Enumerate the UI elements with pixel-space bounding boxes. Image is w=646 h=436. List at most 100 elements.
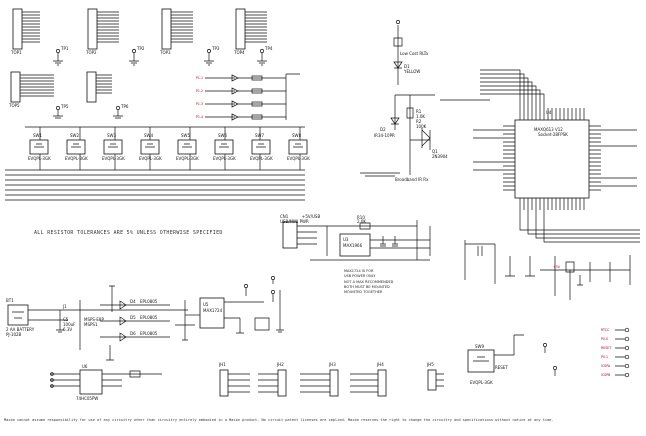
svg-text:+3V: +3V bbox=[553, 265, 561, 269]
svg-text:Socket-28FPSK: Socket-28FPSK bbox=[538, 132, 568, 137]
header-connector-3: TOP3 bbox=[159, 8, 193, 55]
svg-text:P0.1: P0.1 bbox=[601, 355, 608, 359]
bottom-header-5: JH5 bbox=[426, 362, 444, 391]
svg-text:100K: 100K bbox=[416, 124, 427, 129]
header-label: TOP4 bbox=[233, 50, 245, 55]
led-bank: P1.1 P1.2 P1.3 P1.4 bbox=[196, 73, 300, 121]
svg-text:JH4: JH4 bbox=[376, 362, 384, 367]
bottom-header-3: JH3 bbox=[300, 362, 339, 397]
svg-text:J1: J1 bbox=[62, 304, 67, 309]
svg-text:SW6: SW6 bbox=[218, 133, 227, 138]
svg-text:R1: R1 bbox=[416, 109, 422, 114]
tolerance-note: ALL RESISTOR TOLERANCES ARE 5% UNLESS OT… bbox=[34, 230, 223, 236]
svg-text:U6: U6 bbox=[82, 364, 88, 369]
svg-text:2.0K: 2.0K bbox=[357, 219, 366, 224]
svg-text:TP2: TP2 bbox=[136, 46, 145, 51]
svg-text:RTCC: RTCC bbox=[601, 328, 610, 332]
test-point-1: TP1 bbox=[53, 46, 69, 66]
svg-text:TOP5: TOP5 bbox=[8, 103, 20, 108]
svg-text:SW3: SW3 bbox=[107, 133, 116, 138]
svg-text:MAXQ613 V12: MAXQ613 V12 bbox=[534, 127, 563, 132]
svg-text:EVQPL-3GK: EVQPL-3GK bbox=[213, 156, 236, 161]
svg-text:6.3V: 6.3V bbox=[63, 327, 72, 332]
switch-sw1: SW1 EVQPL-3GK bbox=[28, 133, 51, 161]
svg-text:U5: U5 bbox=[203, 302, 209, 307]
svg-text:D6: D6 bbox=[130, 331, 136, 336]
svg-text:PJ-102B: PJ-102B bbox=[6, 332, 22, 337]
svg-text:SW8: SW8 bbox=[292, 133, 301, 138]
svg-text:JH2: JH2 bbox=[276, 362, 284, 367]
header-label: TOP1 bbox=[10, 50, 22, 55]
svg-text:TP4: TP4 bbox=[264, 46, 273, 51]
svg-text:SW9: SW9 bbox=[475, 344, 484, 349]
svg-text:P1.1: P1.1 bbox=[196, 76, 203, 80]
svg-text:TP3: TP3 bbox=[211, 46, 220, 51]
svg-text:JH3: JH3 bbox=[328, 362, 336, 367]
svg-text:P1.4: P1.4 bbox=[196, 115, 203, 119]
svg-text:100uF: 100uF bbox=[63, 322, 76, 327]
switch-sw2: SW2 EVQPL-3GK bbox=[65, 133, 88, 161]
svg-text:EPL0805: EPL0805 bbox=[140, 315, 158, 320]
svg-text:ICSPB: ICSPB bbox=[601, 373, 610, 377]
switch-sw4: SW4 EVQPL-3GK bbox=[139, 133, 162, 161]
test-point-cluster bbox=[244, 276, 275, 302]
svg-text:EVQPL-3GK: EVQPL-3GK bbox=[287, 156, 310, 161]
svg-text:SW2: SW2 bbox=[70, 133, 79, 138]
svg-text:SW7: SW7 bbox=[255, 133, 264, 138]
test-point-3: TP3 bbox=[204, 46, 220, 66]
svg-text:BT1: BT1 bbox=[6, 298, 14, 303]
programming-ic: U6 74HC05PW bbox=[50, 364, 162, 401]
svg-text:EVQPL-3GK: EVQPL-3GK bbox=[28, 156, 51, 161]
svg-text:+5V/USB: +5V/USB bbox=[302, 214, 320, 219]
svg-text:R10: R10 bbox=[357, 215, 365, 220]
switch-sw8: SW8 EVQPL-3GK bbox=[287, 133, 310, 161]
svg-text:P1.3: P1.3 bbox=[196, 102, 203, 106]
svg-text:IR34-10PR: IR34-10PR bbox=[374, 133, 395, 138]
test-point-6: TP6 bbox=[113, 104, 129, 119]
svg-text:NOT A MAX RECOMMENDED: NOT A MAX RECOMMENDED bbox=[344, 280, 394, 284]
usb-power-section: CN1 USB/MINI PWR +5V/USB U3 MAX1966 R10 … bbox=[280, 214, 431, 294]
svg-text:BOTH MUST BE MOUNTED: BOTH MUST BE MOUNTED bbox=[344, 285, 390, 289]
svg-text:D5: D5 bbox=[130, 315, 136, 320]
svg-text:SW5: SW5 bbox=[181, 133, 190, 138]
svg-text:EVQPL-3GK: EVQPL-3GK bbox=[470, 380, 493, 385]
svg-text:EVQPL-3GK: EVQPL-3GK bbox=[102, 156, 125, 161]
svg-text:EPL0805: EPL0805 bbox=[140, 299, 158, 304]
svg-text:74HC05PW: 74HC05PW bbox=[76, 396, 98, 401]
svg-text:TP6: TP6 bbox=[120, 104, 129, 109]
svg-text:RESET: RESET bbox=[495, 365, 508, 370]
svg-text:D1: D1 bbox=[404, 64, 410, 69]
crystal-and-caps: +3V bbox=[464, 240, 631, 300]
svg-text:CN1: CN1 bbox=[280, 214, 289, 219]
svg-text:2N3904: 2N3904 bbox=[432, 154, 448, 159]
right-signal-list: RTCC P0.0 RESET P0.1 ICSPA ICSPB bbox=[601, 327, 630, 378]
svg-text:RESET: RESET bbox=[601, 346, 611, 350]
svg-text:Q1: Q1 bbox=[432, 149, 438, 154]
mcu-maxq613: MAXQ613 V12 Socket-28FPSK U4 bbox=[440, 69, 640, 243]
test-point-2: TP2 bbox=[129, 46, 145, 66]
svg-text:U3: U3 bbox=[343, 237, 349, 242]
svg-text:JH5: JH5 bbox=[426, 362, 434, 367]
header-connector-2: TOP2 bbox=[85, 8, 119, 55]
svg-text:EVQPL-3GK: EVQPL-3GK bbox=[250, 156, 273, 161]
svg-text:ICSPA: ICSPA bbox=[601, 364, 611, 368]
receiver-label: Broadband IR Rx bbox=[395, 177, 429, 182]
svg-text:MAX1966: MAX1966 bbox=[343, 243, 363, 248]
switch-sw3: SW3 EVQPL-3GK bbox=[102, 133, 125, 161]
header-connector-1: TOP1 bbox=[10, 8, 40, 55]
svg-text:MAX1724: MAX1724 bbox=[203, 308, 223, 313]
switch-sw7: SW7 EVQPL-3GK bbox=[250, 133, 273, 161]
svg-text:YELLOW: YELLOW bbox=[403, 69, 420, 74]
svg-text:D2: D2 bbox=[380, 127, 386, 132]
test-point-4: TP4 bbox=[257, 46, 273, 66]
svg-text:R2: R2 bbox=[416, 119, 422, 124]
footer-disclaimer: Maxim cannot assume responsibility for u… bbox=[4, 418, 554, 422]
header-label: TOP2 bbox=[85, 50, 97, 55]
svg-text:EVQPL-3GK: EVQPL-3GK bbox=[139, 156, 162, 161]
svg-text:MOUNTED TOGETHER: MOUNTED TOGETHER bbox=[344, 290, 383, 294]
svg-text:MAX1724 IS FOR: MAX1724 IS FOR bbox=[344, 269, 374, 273]
led-title: Low Cost RLTa bbox=[400, 51, 429, 56]
svg-text:2 AA BATTERY: 2 AA BATTERY bbox=[6, 327, 35, 332]
